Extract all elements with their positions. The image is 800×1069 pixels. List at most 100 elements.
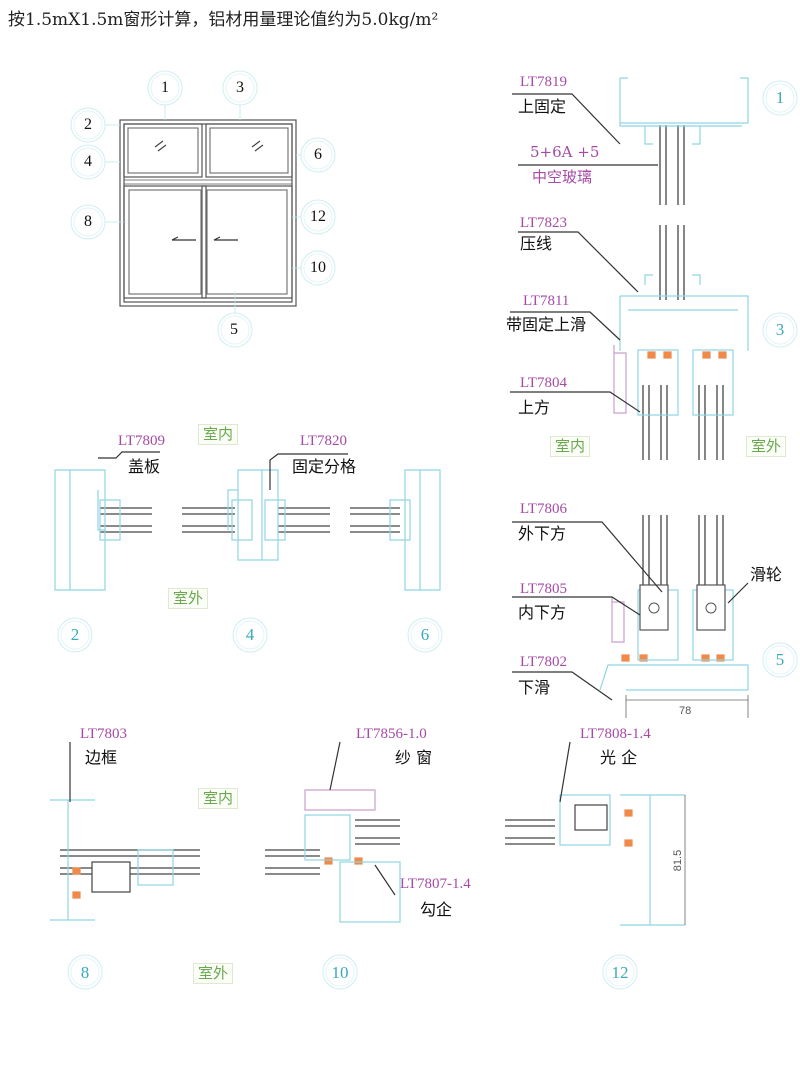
gasket	[72, 867, 81, 875]
gasket	[72, 891, 81, 899]
lt7804-name: 上方	[518, 398, 551, 417]
section-marker-circle	[762, 312, 798, 348]
section-marker-circle	[325, 957, 355, 987]
lt7811-code: LT7811	[523, 293, 570, 309]
elevation-marker-circle	[303, 253, 333, 283]
section-marker-circle	[60, 620, 90, 650]
section-marker-12: 12	[611, 963, 629, 982]
profile	[620, 794, 685, 926]
elevation-marker-1: 1	[161, 79, 169, 96]
elevation-marker-circle	[150, 73, 180, 103]
lt7805-code: LT7805	[520, 581, 567, 597]
section-marker-8: 8	[80, 963, 90, 982]
section-marker-circle	[605, 957, 635, 987]
lt7856-code: LT7856-1.0	[356, 726, 427, 742]
lt7802-code: LT7802	[520, 654, 567, 670]
roller-name: 滑轮	[750, 565, 783, 584]
roller	[639, 584, 669, 631]
lt7804-code: LT7804	[520, 375, 567, 391]
section-marker-circle	[602, 954, 638, 990]
lt7803-code: LT7803	[80, 726, 127, 742]
outdoor-label-bottom: 室外	[193, 963, 234, 984]
lt7820-name: 固定分格	[292, 457, 357, 476]
section-marker-10: 10	[331, 963, 349, 982]
lt7802-name: 下滑	[518, 678, 551, 697]
elevation-marker-12: 12	[310, 208, 326, 225]
profile	[637, 349, 679, 416]
glass-mark	[251, 140, 264, 152]
profile	[559, 794, 611, 846]
gasket	[324, 857, 333, 865]
profile	[227, 469, 279, 561]
section-marker-circle	[232, 617, 268, 653]
slide-arrow	[213, 236, 238, 241]
page-title: 按1.5mX1.5m窗形计算，铝材用量理论值约为5.0kg/m²	[8, 10, 439, 30]
screen-sash	[304, 789, 376, 811]
roller-wheel	[648, 602, 660, 614]
section-marker-2: 2	[70, 625, 80, 644]
width-dimension: 78	[679, 705, 692, 717]
lt7819-code: LT7819	[520, 74, 567, 90]
profile	[619, 77, 749, 127]
transom-right	[205, 123, 293, 178]
elevation-marker-6: 6	[314, 146, 322, 163]
profile	[54, 469, 106, 591]
lt7820-code: LT7820	[300, 433, 347, 449]
gasket	[639, 654, 648, 662]
sash-glass	[128, 189, 202, 295]
lt7809-name: 盖板	[128, 457, 161, 476]
elevation-marker-circle	[73, 147, 103, 177]
leader-line	[269, 453, 348, 490]
sash-left	[123, 185, 207, 299]
section-marker-3: 3	[775, 320, 785, 339]
leader-line	[512, 93, 621, 145]
gasket	[647, 351, 656, 359]
gasket	[624, 839, 633, 847]
lt7805-name: 内下方	[518, 603, 567, 622]
indoor-label-3: 室内	[550, 436, 591, 457]
lt7808-name: 光 企	[600, 748, 638, 767]
profile	[599, 664, 749, 691]
profile	[50, 799, 95, 921]
gasket	[701, 654, 710, 662]
gasket	[716, 654, 725, 662]
elevation-marker-circle	[73, 207, 103, 237]
lt7808-code: LT7808-1.4	[580, 726, 651, 742]
lt7856-name: 纱 窗	[395, 748, 433, 767]
elevation-marker-3: 3	[236, 79, 244, 96]
window-frame	[119, 119, 297, 307]
glazing-bead	[264, 499, 286, 541]
profile	[619, 295, 749, 351]
interlock-block	[91, 861, 131, 893]
lt7823-name: 压线	[520, 234, 553, 253]
gasket	[702, 351, 711, 359]
glass-name: 中空玻璃	[532, 168, 593, 186]
elevation-marker-circle	[225, 73, 255, 103]
outdoor-label-mid: 室外	[168, 588, 209, 609]
elevation-marker-8: 8	[84, 213, 92, 230]
lt7806-name: 外下方	[518, 524, 567, 543]
leader-line	[727, 582, 749, 604]
elevation-marker-circle	[220, 315, 250, 345]
section-marker-1: 1	[775, 88, 785, 107]
roller-wheel	[705, 602, 717, 614]
leader-line	[510, 311, 621, 341]
section-marker-circle	[765, 645, 795, 675]
transom-left	[123, 123, 203, 178]
section-marker-4: 4	[245, 625, 255, 644]
glazing-bead	[389, 499, 411, 541]
leader-line	[559, 741, 571, 803]
lt7819-name: 上固定	[518, 97, 567, 116]
profile	[404, 469, 441, 591]
height-dimension: 81.5	[672, 849, 685, 872]
elevation-marker-10: 10	[310, 259, 326, 276]
lt7823-code: LT7823	[520, 215, 567, 231]
section-marker-circle	[407, 617, 443, 653]
elevation-marker-circle	[73, 110, 103, 140]
leader-line	[518, 231, 639, 293]
gasket	[663, 351, 672, 359]
window-frame-inner	[123, 123, 293, 303]
lt7807-name: 勾企	[420, 900, 453, 919]
